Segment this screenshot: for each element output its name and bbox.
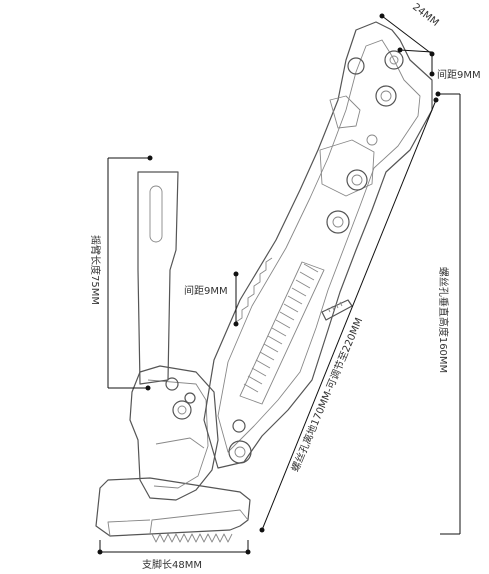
foot-bracket bbox=[129, 365, 219, 501]
foot-pad bbox=[95, 477, 251, 537]
rocker-arm-plate bbox=[137, 171, 179, 385]
mid-hole-spacing-label: 间距9MM bbox=[184, 284, 228, 297]
stepped-rack bbox=[235, 257, 273, 323]
vertical-hole-height-label: 螺丝孔垂直高度160MM bbox=[437, 267, 450, 373]
foot-length-label: 支脚长48MM bbox=[142, 558, 202, 571]
ribbed-section bbox=[243, 263, 319, 393]
arm-length-label: 摇臂长度75MM bbox=[89, 235, 102, 305]
dimension-lines bbox=[97, 13, 461, 555]
top-hole-spacing-label: 间距9MM bbox=[437, 68, 481, 81]
rocker-slot bbox=[149, 185, 163, 243]
bolt-icons bbox=[165, 50, 404, 464]
main-arm bbox=[203, 21, 433, 469]
adjust-screw bbox=[321, 299, 353, 321]
foot-teeth bbox=[151, 533, 233, 543]
kickstand-sketch bbox=[95, 21, 433, 543]
top-width-label: 24MM bbox=[410, 2, 440, 29]
